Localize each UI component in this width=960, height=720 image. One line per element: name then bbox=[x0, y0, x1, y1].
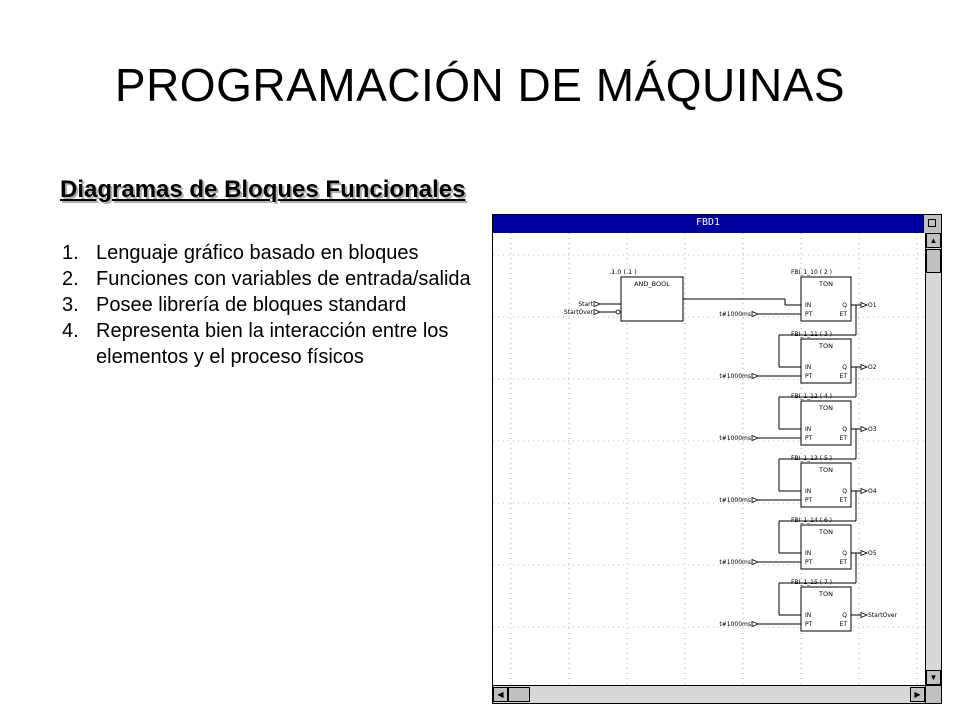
timer-type: TON bbox=[818, 590, 833, 598]
list-item-text: Posee librería de bloques standard bbox=[96, 294, 407, 316]
list-item-text: Representa bien la interacción entre los… bbox=[96, 320, 449, 368]
preset-connector bbox=[751, 310, 760, 318]
timer-type: TON bbox=[818, 280, 833, 288]
timer-pin-pt: PT bbox=[805, 497, 813, 504]
timer-block bbox=[800, 400, 852, 446]
scroll-left-button[interactable]: ◀ bbox=[493, 687, 508, 702]
output-connector bbox=[860, 611, 869, 619]
timer-pin-q: Q bbox=[842, 302, 847, 309]
timer-preset-label: t#1000ms bbox=[719, 559, 751, 566]
output-connector bbox=[860, 301, 869, 309]
list-item-number: 1. bbox=[62, 242, 79, 264]
output-variable-label: O3 bbox=[868, 426, 877, 433]
timer-preset-label: t#1000ms bbox=[719, 311, 751, 318]
timer-block bbox=[800, 338, 852, 384]
timer-pin-pt: PT bbox=[805, 311, 813, 318]
vertical-scrollbar[interactable]: ▲ ▼ bbox=[925, 233, 941, 685]
timer-pin-et: ET bbox=[840, 621, 848, 628]
timer-pin-in: IN bbox=[805, 612, 811, 619]
timer-pin-in: IN bbox=[805, 488, 811, 495]
horizontal-scroll-thumb[interactable] bbox=[508, 687, 530, 702]
list-item-number: 4. bbox=[62, 320, 79, 342]
horizontal-scrollbar[interactable]: ◀ ▶ bbox=[493, 685, 925, 703]
output-connector bbox=[860, 549, 869, 557]
list-item: 1. Lenguaje gráfico basado en bloques bbox=[62, 240, 472, 266]
timer-type: TON bbox=[818, 528, 833, 536]
output-variable-label: O1 bbox=[868, 302, 877, 309]
preset-connector bbox=[751, 372, 760, 380]
input-variable-label: StartOver bbox=[564, 309, 594, 316]
timer-block bbox=[800, 524, 852, 570]
scroll-up-button[interactable]: ▲ bbox=[926, 233, 941, 248]
preset-connector bbox=[751, 620, 760, 628]
list-item: 4. Representa bien la interacción entre l… bbox=[62, 318, 472, 370]
scroll-down-button[interactable]: ▼ bbox=[926, 670, 941, 685]
timer-pin-pt: PT bbox=[805, 621, 813, 628]
timer-pin-q: Q bbox=[842, 612, 847, 619]
timer-pin-q: Q bbox=[842, 550, 847, 557]
maximize-icon bbox=[928, 219, 936, 227]
scroll-right-button[interactable]: ▶ bbox=[910, 687, 925, 702]
and-block-instance: .1.0 ( 1 ) bbox=[609, 268, 637, 276]
timer-pin-in: IN bbox=[805, 426, 811, 433]
timer-pin-et: ET bbox=[840, 435, 848, 442]
list-item: 3. Posee librería de bloques standard bbox=[62, 292, 472, 318]
timer-pin-et: ET bbox=[840, 497, 848, 504]
negation-circle bbox=[615, 309, 621, 315]
timer-pin-in: IN bbox=[805, 302, 811, 309]
output-variable-label: O4 bbox=[868, 488, 877, 495]
timer-pin-pt: PT bbox=[805, 435, 813, 442]
output-connector bbox=[860, 487, 869, 495]
timer-pin-q: Q bbox=[842, 364, 847, 371]
output-connector bbox=[860, 363, 869, 371]
window-titlebar[interactable]: FBD1 bbox=[493, 215, 923, 233]
timer-pin-et: ET bbox=[840, 311, 848, 318]
input-connector bbox=[593, 300, 602, 308]
list-item-text: Funciones con variables de entrada/salid… bbox=[96, 268, 471, 290]
output-connector bbox=[860, 425, 869, 433]
window-control-button[interactable] bbox=[923, 215, 941, 233]
preset-connector bbox=[751, 496, 760, 504]
list-item: 2. Funciones con variables de entrada/sal… bbox=[62, 266, 472, 292]
input-connector bbox=[593, 308, 602, 316]
list-item-text: Lenguaje gráfico basado en bloques bbox=[96, 242, 419, 264]
slide-subtitle: Diagramas de Bloques Funcionales bbox=[60, 176, 466, 203]
timer-type: TON bbox=[818, 342, 833, 350]
list-item-number: 3. bbox=[62, 294, 79, 316]
timer-pin-pt: PT bbox=[805, 373, 813, 380]
timer-pin-et: ET bbox=[840, 559, 848, 566]
and-block-type: AND_BOOL bbox=[634, 280, 670, 288]
output-variable-label: StartOver bbox=[868, 612, 898, 619]
timer-preset-label: t#1000ms bbox=[719, 373, 751, 380]
timer-block bbox=[800, 462, 852, 508]
timer-type: TON bbox=[818, 404, 833, 412]
timer-pin-q: Q bbox=[842, 488, 847, 495]
fbd-diagram-canvas[interactable]: .1.0 ( 1 )AND_BOOLStartStartOverFBI_1_10… bbox=[493, 233, 925, 685]
timer-pin-in: IN bbox=[805, 550, 811, 557]
timer-block bbox=[800, 276, 852, 322]
output-variable-label: O2 bbox=[868, 364, 877, 371]
timer-preset-label: t#1000ms bbox=[719, 497, 751, 504]
list-item-number: 2. bbox=[62, 268, 79, 290]
vertical-scroll-thumb[interactable] bbox=[926, 249, 941, 273]
window-title: FBD1 bbox=[695, 217, 721, 228]
timer-type: TON bbox=[818, 466, 833, 474]
preset-connector bbox=[751, 434, 760, 442]
timer-pin-pt: PT bbox=[805, 559, 813, 566]
timer-pin-q: Q bbox=[842, 426, 847, 433]
preset-connector bbox=[751, 558, 760, 566]
output-variable-label: O5 bbox=[868, 550, 877, 557]
timer-preset-label: t#1000ms bbox=[719, 621, 751, 628]
timer-block bbox=[800, 586, 852, 632]
input-variable-label: Start bbox=[578, 301, 593, 308]
feature-list: 1. Lenguaje gráfico basado en bloques 2. F… bbox=[62, 240, 472, 370]
timer-pin-et: ET bbox=[840, 373, 848, 380]
resize-corner[interactable] bbox=[925, 685, 941, 703]
slide-title: PROGRAMACIÓN DE MÁQUINAS bbox=[114, 59, 846, 111]
timer-preset-label: t#1000ms bbox=[719, 435, 751, 442]
timer-pin-in: IN bbox=[805, 364, 811, 371]
timer-instance: FBI_1_10 ( 2 ) bbox=[791, 269, 832, 276]
